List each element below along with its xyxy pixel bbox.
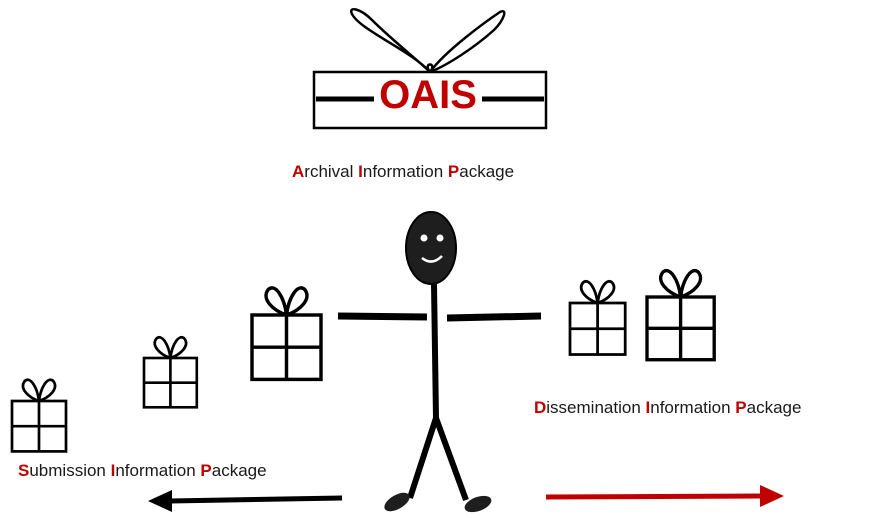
arrow-left-icon [148,490,343,512]
oais-logo [312,7,548,130]
smiley-face-icon [420,234,428,242]
stick-figure-icon [337,211,542,513]
sip-label: Submission Information Package [18,461,267,480]
gift-box-icon [10,378,68,453]
aip-label: Archival Information Package [292,162,515,181]
arrow-right-icon [545,485,784,507]
gift-box-icon [568,279,627,356]
oais-logo-text: OAIS [379,73,477,117]
dip-label: Dissemination Information Package [534,398,802,417]
gift-box-icon [645,268,716,362]
gift-box-icon [142,335,199,409]
gift-box-icon [250,286,323,382]
